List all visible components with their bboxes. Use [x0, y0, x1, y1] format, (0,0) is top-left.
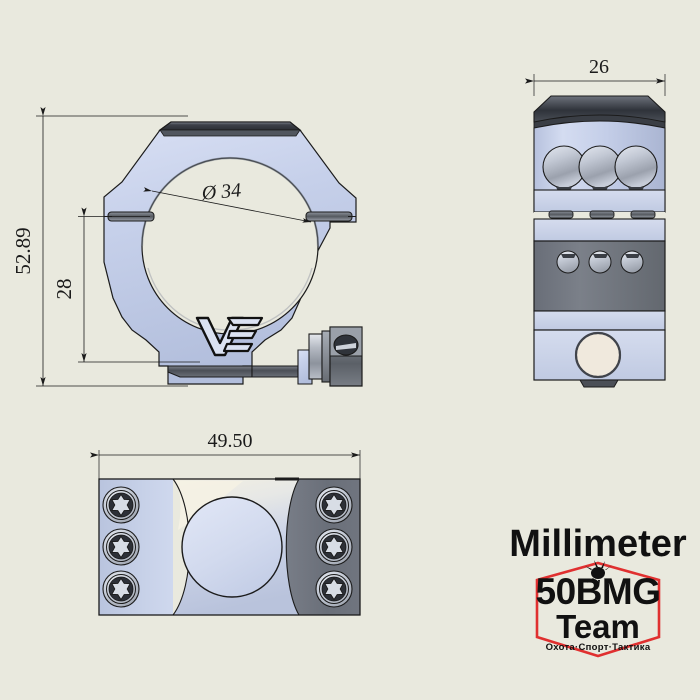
dimension-bore-diameter-text: Ø 34	[200, 179, 242, 204]
bottom-torx-right-column	[315, 486, 353, 608]
dimension-overall-height-text: 52.89	[11, 227, 35, 274]
bottom-torx-left-column	[102, 486, 140, 608]
mid-boss-1-slot	[561, 254, 576, 258]
clamp-screw-shaft	[308, 333, 323, 380]
torx-screw	[102, 486, 140, 524]
torx-screw	[315, 486, 353, 524]
bottom-right-edge	[285, 478, 300, 616]
side-upper-band	[533, 189, 666, 213]
side-lower-band-mid	[533, 310, 666, 331]
counterbore-3	[614, 145, 658, 189]
split-boss-3	[630, 210, 656, 219]
side-through-hole-rim	[574, 331, 622, 379]
bottom-outline	[98, 478, 361, 616]
front-elevation-view: 52.89 28 Ø 34	[11, 107, 363, 387]
side-lower-band-top	[533, 218, 666, 242]
side-top-screw-row	[542, 145, 658, 191]
thumb-nut-slot	[336, 343, 356, 350]
bottom-center-bore	[181, 496, 283, 598]
side-mid-screw-row	[556, 250, 644, 274]
recoil-rail	[167, 365, 253, 378]
dimension-bore-diameter: Ø 34	[143, 179, 312, 223]
bullet-hole-icon	[585, 560, 612, 587]
ring-top-cap	[158, 121, 302, 131]
brand-tagline: Охота·Спорт·Тактика	[546, 642, 651, 653]
brand-line-2: Team	[556, 608, 640, 645]
side-elevation-view: 26	[525, 56, 666, 388]
torx-screw	[102, 528, 140, 566]
mid-boss-2-slot	[593, 254, 608, 258]
dimension-overall-length-text: 49.50	[208, 430, 253, 452]
dimension-ring-width-text: 26	[589, 56, 609, 78]
torx-screw	[315, 570, 353, 608]
dimension-ring-width: 26	[525, 56, 666, 96]
torx-screw	[315, 528, 353, 566]
dimension-overall-length: 49.50	[90, 430, 361, 479]
torx-screw	[102, 570, 140, 608]
side-split-bosses	[548, 210, 656, 219]
mid-boss-3-slot	[625, 254, 640, 258]
side-recoil-tab	[579, 379, 619, 388]
recoil-rail-extension	[251, 365, 299, 378]
unit-label: Millimeter	[509, 523, 687, 565]
split-boss-2	[589, 210, 615, 219]
dimension-seat-height: 28	[52, 207, 200, 363]
dimension-seat-height-text: 28	[52, 279, 76, 300]
split-seat-right	[305, 211, 353, 222]
clamp-screw-collar	[321, 330, 331, 383]
title-block-logo: Millimeter 50BMG Team Охота·Спорт·Тактик…	[509, 523, 687, 658]
split-boss-1	[548, 210, 574, 219]
ring-top-cap-chamfer	[159, 129, 301, 137]
ve-brand-mark	[195, 316, 264, 357]
brand-line-1: 50BMG	[536, 571, 661, 612]
hexagon-outline	[535, 561, 661, 658]
dimension-overall-height: 52.89	[11, 107, 188, 387]
bottom-plan-view: 49.50	[90, 430, 361, 616]
